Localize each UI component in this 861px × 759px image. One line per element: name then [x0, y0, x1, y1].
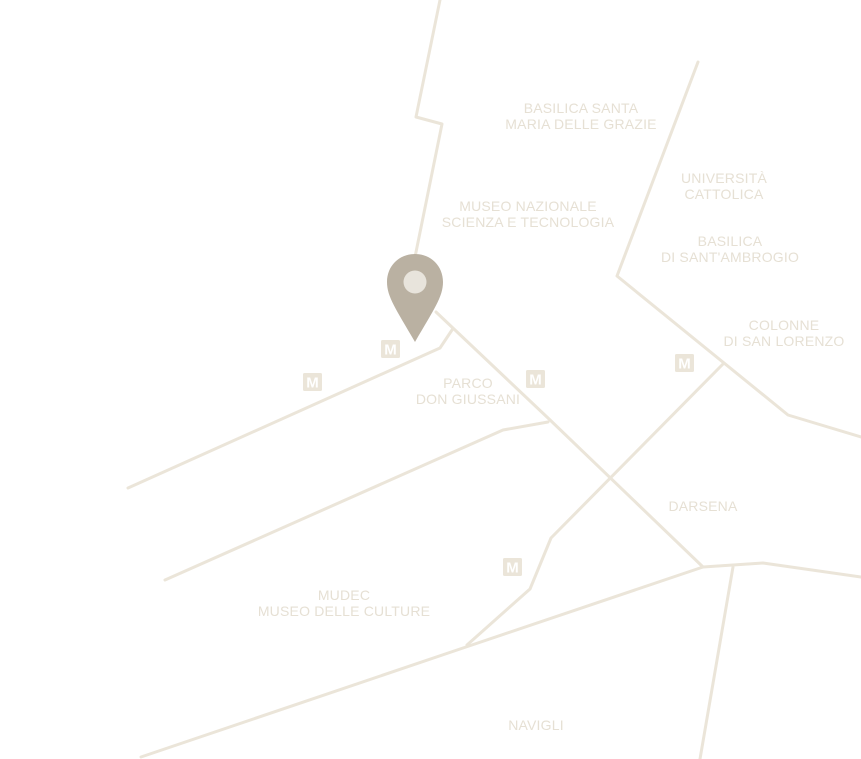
label-line: MUSEO NAZIONALE	[459, 198, 597, 214]
label-universita-cattolica: UNIVERSITÀ CATTOLICA	[681, 170, 767, 202]
label-line: COLONNE	[748, 317, 820, 333]
map-pin-icon[interactable]	[386, 253, 444, 343]
label-line: BASILICA	[697, 233, 763, 249]
label-line: BASILICA SANTA	[523, 100, 639, 116]
metro-badge-text: M	[306, 375, 319, 392]
road-diagonal-main	[434, 310, 705, 569]
metro-station-icon[interactable]: M	[503, 558, 522, 576]
label-navigli: NAVIGLI	[508, 717, 564, 733]
label-darsena: DARSENA	[668, 498, 737, 514]
label-line: PARCO	[443, 375, 493, 391]
label-parco-giussani: PARCO DON GIUSSANI	[416, 375, 520, 407]
road-north	[412, 0, 444, 264]
metro-station-icon[interactable]: M	[526, 370, 545, 388]
metro-badge-text: M	[384, 342, 397, 359]
label-mudec: MUDEC MUSEO DELLE CULTURE	[258, 587, 430, 619]
road-south	[139, 561, 861, 759]
label-museo-scienza: MUSEO NAZIONALE SCIENZA E TECNOLOGIA	[442, 198, 615, 230]
label-basilica-ambrogio: BASILICA DI SANT'AMBROGIO	[661, 233, 799, 265]
label-line: CATTOLICA	[684, 186, 764, 202]
label-basilica-santa-maria: BASILICA SANTA MARIA DELLE GRAZIE	[505, 100, 656, 132]
metro-badge-text: M	[529, 372, 542, 389]
metro-station-icon[interactable]: M	[303, 373, 322, 391]
metro-station-icon[interactable]: M	[675, 354, 694, 372]
metro-station-icon[interactable]: M	[381, 340, 400, 358]
label-line: DON GIUSSANI	[415, 391, 521, 407]
road-south-vertical	[698, 565, 735, 759]
label-line: NAVIGLI	[508, 717, 564, 733]
label-line: MUDEC	[317, 587, 371, 603]
road-west-upper	[126, 328, 454, 490]
metro-badge-text: M	[506, 560, 519, 577]
road-west-middle	[163, 420, 550, 582]
label-line: MUSEO DELLE CULTURE	[257, 603, 431, 619]
label-line: DI SAN LORENZO	[723, 333, 845, 349]
road-southeast-connector	[465, 362, 725, 647]
pin-center-dot	[403, 270, 427, 294]
metro-badge-text: M	[678, 356, 691, 373]
label-line: MARIA DELLE GRAZIE	[505, 116, 657, 132]
label-line: SCIENZA E TECNOLOGIA	[441, 214, 615, 230]
label-line: UNIVERSITÀ	[680, 170, 768, 186]
road-northeast	[615, 60, 861, 439]
label-colonne-lorenzo: COLONNE DI SAN LORENZO	[723, 317, 844, 349]
label-line: DI SANT'AMBROGIO	[660, 249, 800, 265]
label-line: DARSENA	[668, 498, 738, 514]
